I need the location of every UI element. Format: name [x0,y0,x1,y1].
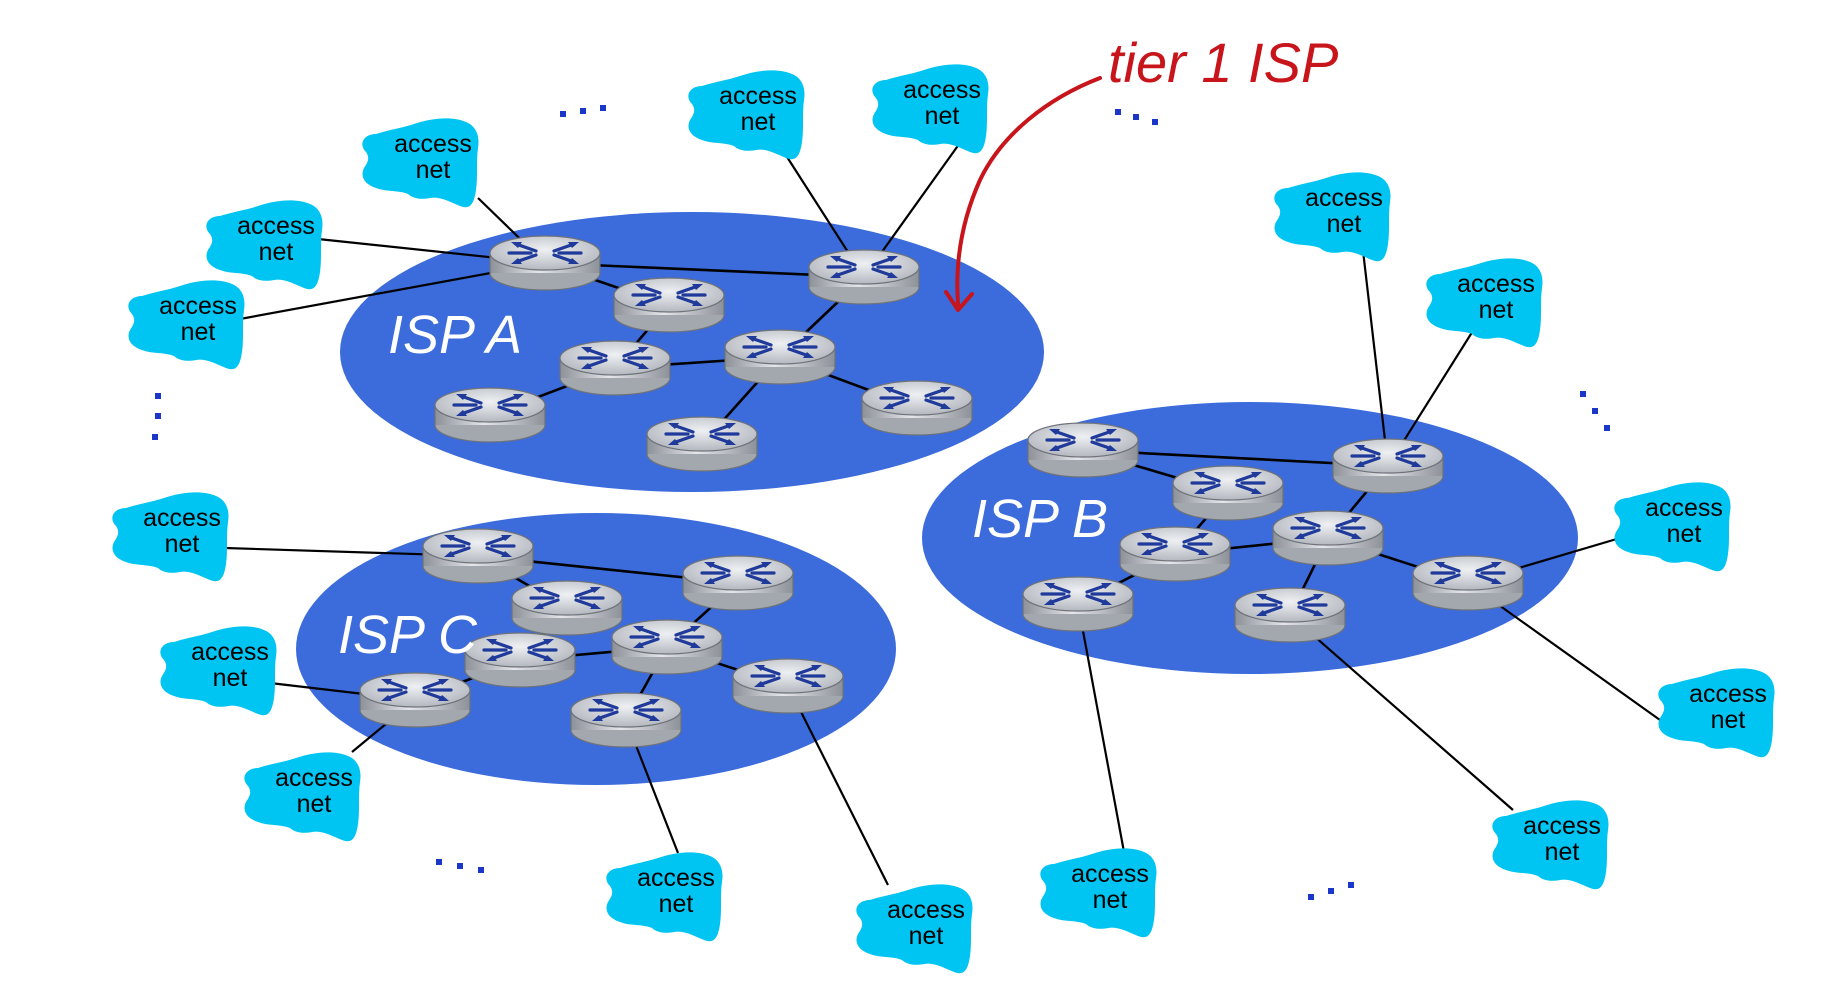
router-icon [1118,525,1232,583]
router-icon [1411,554,1525,612]
access-net: access net [1274,172,1391,262]
access-net-label: net [1667,520,1702,548]
annotation-arrow-icon [955,76,1102,306]
router-icon [1233,586,1347,644]
isp-c-label: ISP C [338,605,478,665]
access-net-label: access [1645,494,1723,522]
access-net: access net [206,200,323,290]
access-net: access net [112,492,229,582]
access-net-label: access [1523,812,1601,840]
access-net-label: net [741,108,776,136]
access-net: access net [872,64,989,154]
router-icon [1171,464,1285,522]
ellipsis-icon [436,859,484,873]
access-net: access net [1040,848,1157,938]
access-net-label: net [1479,296,1514,324]
arrowhead-icon [944,290,974,312]
access-net-label: net [925,102,960,130]
access-net: access net [1426,258,1543,348]
access-net: access net [244,752,361,842]
router-icon [807,248,921,306]
access-net-label: net [297,790,332,818]
access-net-label: net [259,238,294,266]
tier-1-isp-annotation: tier 1 ISP [1108,31,1338,94]
router-icon [463,631,577,689]
access-net-label: net [1545,838,1580,866]
router-icon [645,415,759,473]
access-net-label: access [1071,860,1149,888]
access-net-label: access [887,896,965,924]
router-icon [569,691,683,749]
access-net-label: access [719,82,797,110]
router-icon [731,657,845,715]
router-icon [723,328,837,386]
router-icon [681,554,795,612]
access-net-label: access [394,130,472,158]
isp-a-label: ISP A [388,305,522,365]
access-net-label: access [1457,270,1535,298]
ellipsis-icon [152,393,161,440]
access-net-label: net [1711,706,1746,734]
router-icon [358,671,472,729]
access-net-label: access [191,638,269,666]
access-net-label: access [275,764,353,792]
access-net-label: access [637,864,715,892]
ellipsis-icon [560,105,606,117]
access-net-label: net [1327,210,1362,238]
router-icon [421,527,535,585]
ellipsis-icon [1115,109,1158,125]
access-net-label: access [1689,680,1767,708]
router-icon [1271,509,1385,567]
access-net-label: net [1093,886,1128,914]
access-net-label: access [143,504,221,532]
router-icon [1021,575,1135,633]
ellipsis-icon [1580,391,1610,431]
router-icon [433,386,547,444]
ellipsis-dots [152,105,1610,900]
router-icon [558,339,672,397]
access-net: access net [856,884,973,974]
router-icon [612,276,726,334]
access-net-label: net [659,890,694,918]
router-icon [1026,421,1140,479]
isp-b-label: ISP B [972,489,1108,549]
access-net-label: net [909,922,944,950]
access-net-label: access [1305,184,1383,212]
access-net: access net [1614,482,1731,572]
access-net: access net [128,280,245,370]
access-net-label: access [903,76,981,104]
router-icon [1331,437,1445,495]
router-icon [488,234,602,292]
access-net-label: net [181,318,216,346]
access-net: access net [362,118,479,208]
ellipsis-icon [1308,882,1354,900]
access-net-label: access [237,212,315,240]
access-net-label: net [416,156,451,184]
access-net: access net [1492,800,1609,890]
router-icon [860,379,974,437]
access-net: access net [688,70,805,160]
access-net-label: net [213,664,248,692]
access-net: access net [606,852,723,942]
router-icon [510,579,624,637]
access-net-label: net [165,530,200,558]
access-net: access net [160,626,277,716]
access-net: access net [1658,668,1775,758]
access-net-label: access [159,292,237,320]
router-icon [610,618,724,676]
